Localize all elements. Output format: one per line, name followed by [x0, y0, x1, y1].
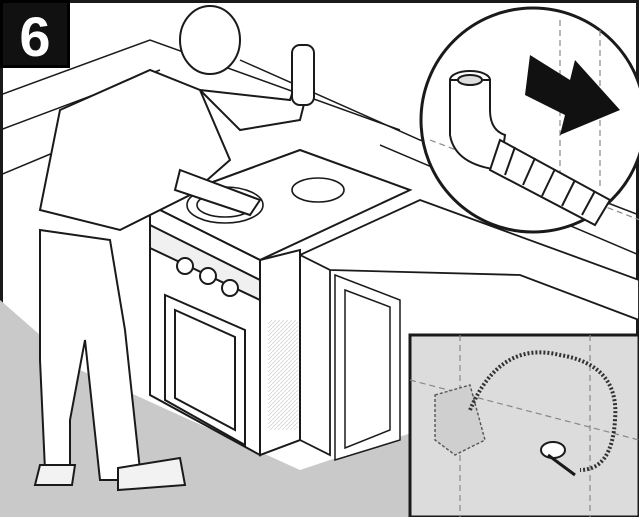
detail-circle — [421, 8, 639, 232]
detail-box — [410, 335, 639, 517]
cabinet — [335, 275, 400, 460]
step-number-badge: 6 — [0, 0, 70, 68]
cabinet-shadow — [268, 320, 298, 430]
